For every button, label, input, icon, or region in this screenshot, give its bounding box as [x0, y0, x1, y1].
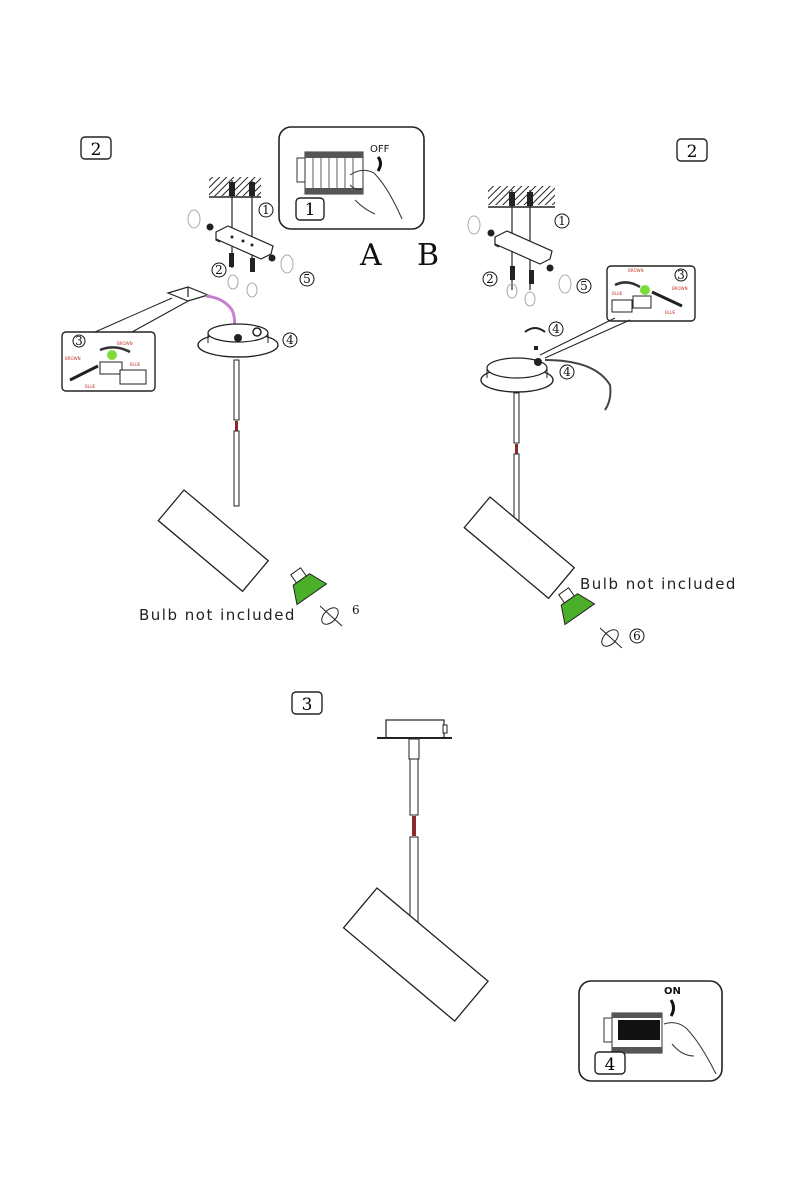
ceiling-canopy-right: [480, 357, 554, 393]
svg-text:4: 4: [286, 333, 294, 347]
rotate-arrow-icon-4: [524, 327, 546, 333]
svg-text:BROWN: BROWN: [117, 341, 133, 346]
hand-icon: [349, 169, 403, 220]
svg-text:BROWN: BROWN: [65, 356, 81, 361]
variant-b-label: B: [417, 238, 439, 273]
svg-text:3: 3: [75, 334, 83, 348]
terminal-block: [166, 286, 210, 302]
callout-3-right: 3: [674, 268, 688, 282]
svg-text:BROWN: BROWN: [672, 286, 688, 291]
callout-2-left: 2: [211, 262, 227, 278]
ceiling-hatch-right: [488, 186, 555, 205]
callout-1-left: 1: [258, 202, 274, 218]
step-badge-4: 4: [594, 1051, 626, 1075]
svg-text:BLUE: BLUE: [665, 310, 676, 315]
circuit-breaker-icon-on: [603, 1012, 663, 1054]
gu10-bulb-right: [558, 587, 596, 626]
callout-5-left: 5: [299, 271, 315, 287]
svg-text:3: 3: [677, 268, 685, 282]
callout-6-left: 6: [352, 603, 360, 617]
hand-icon-on: [663, 1022, 717, 1075]
step-badge-3: 3: [291, 691, 323, 715]
rotate-arrow-icon-right: [599, 627, 623, 649]
svg-text:5: 5: [303, 272, 311, 286]
callout-2-right: 2: [482, 271, 498, 287]
lamp-shade-left: [157, 489, 270, 593]
svg-text:BROWN: BROWN: [628, 268, 644, 273]
callout-4-right-top: 4: [548, 321, 564, 337]
svg-text:2: 2: [486, 272, 494, 286]
switch-up-arrow-icon: [669, 999, 675, 1017]
variant-a-label: A: [359, 238, 382, 273]
wiring-detail-inset-right: 3 BROWN BLUE BROWN BLUE: [606, 265, 696, 322]
svg-text:1: 1: [558, 214, 566, 228]
wiring-detail-inset-left: 3 BROWN BLUE BROWN BLUE: [61, 331, 156, 392]
step-badge-2-right: 2: [676, 138, 708, 162]
svg-text:2: 2: [215, 263, 223, 277]
mounting-bracket: [215, 225, 274, 260]
svg-text:1: 1: [305, 200, 316, 220]
gu10-bulb-left: [290, 567, 328, 606]
svg-text:1: 1: [262, 203, 270, 217]
callout-1-right: 1: [554, 213, 570, 229]
svg-text:2: 2: [91, 140, 102, 160]
switch-down-arrow-icon: [376, 156, 382, 172]
supply-cable: [544, 359, 612, 411]
svg-text:6: 6: [633, 629, 641, 643]
rotate-arrow-icon-left: [319, 605, 343, 627]
svg-text:4: 4: [563, 365, 571, 379]
svg-text:5: 5: [580, 279, 588, 293]
svg-text:BLUE: BLUE: [612, 291, 623, 296]
svg-text:BLUE: BLUE: [130, 362, 141, 367]
svg-text:4: 4: [552, 322, 560, 336]
bulb-not-included-right: Bulb not included: [580, 575, 737, 593]
svg-text:2: 2: [687, 142, 698, 162]
step4-switch-on-panel: ON 4: [578, 980, 723, 1082]
ceiling-canopy-left: [197, 323, 279, 358]
callout-6-right: 6: [629, 628, 645, 644]
mounting-bracket-right: [494, 230, 553, 265]
lamp-shade-assembled: [342, 887, 489, 1022]
callout-5-right: 5: [576, 278, 592, 294]
off-label: OFF: [370, 144, 390, 155]
step-badge-1: 1: [295, 197, 325, 221]
on-label: ON: [664, 986, 681, 997]
svg-text:3: 3: [302, 695, 313, 715]
lamp-shade-right: [463, 496, 576, 600]
callout-3-left: 3: [72, 334, 86, 348]
callout-4-left: 4: [282, 332, 298, 348]
bulb-not-included-left: Bulb not included: [139, 606, 296, 624]
svg-text:4: 4: [605, 1055, 616, 1075]
step2-variant-b: 2 1 2 5 3 BROWN BLUE: [463, 138, 737, 649]
step3-assembled-lamp: 3: [291, 691, 489, 1022]
step2-variant-a: 2 1 2 5 3: [61, 136, 360, 627]
svg-text:BLUE: BLUE: [85, 384, 96, 389]
callout-4-right: 4: [559, 364, 575, 380]
step-badge-2-left: 2: [80, 136, 112, 160]
step1-switch-off-panel: OFF 1: [278, 126, 425, 230]
